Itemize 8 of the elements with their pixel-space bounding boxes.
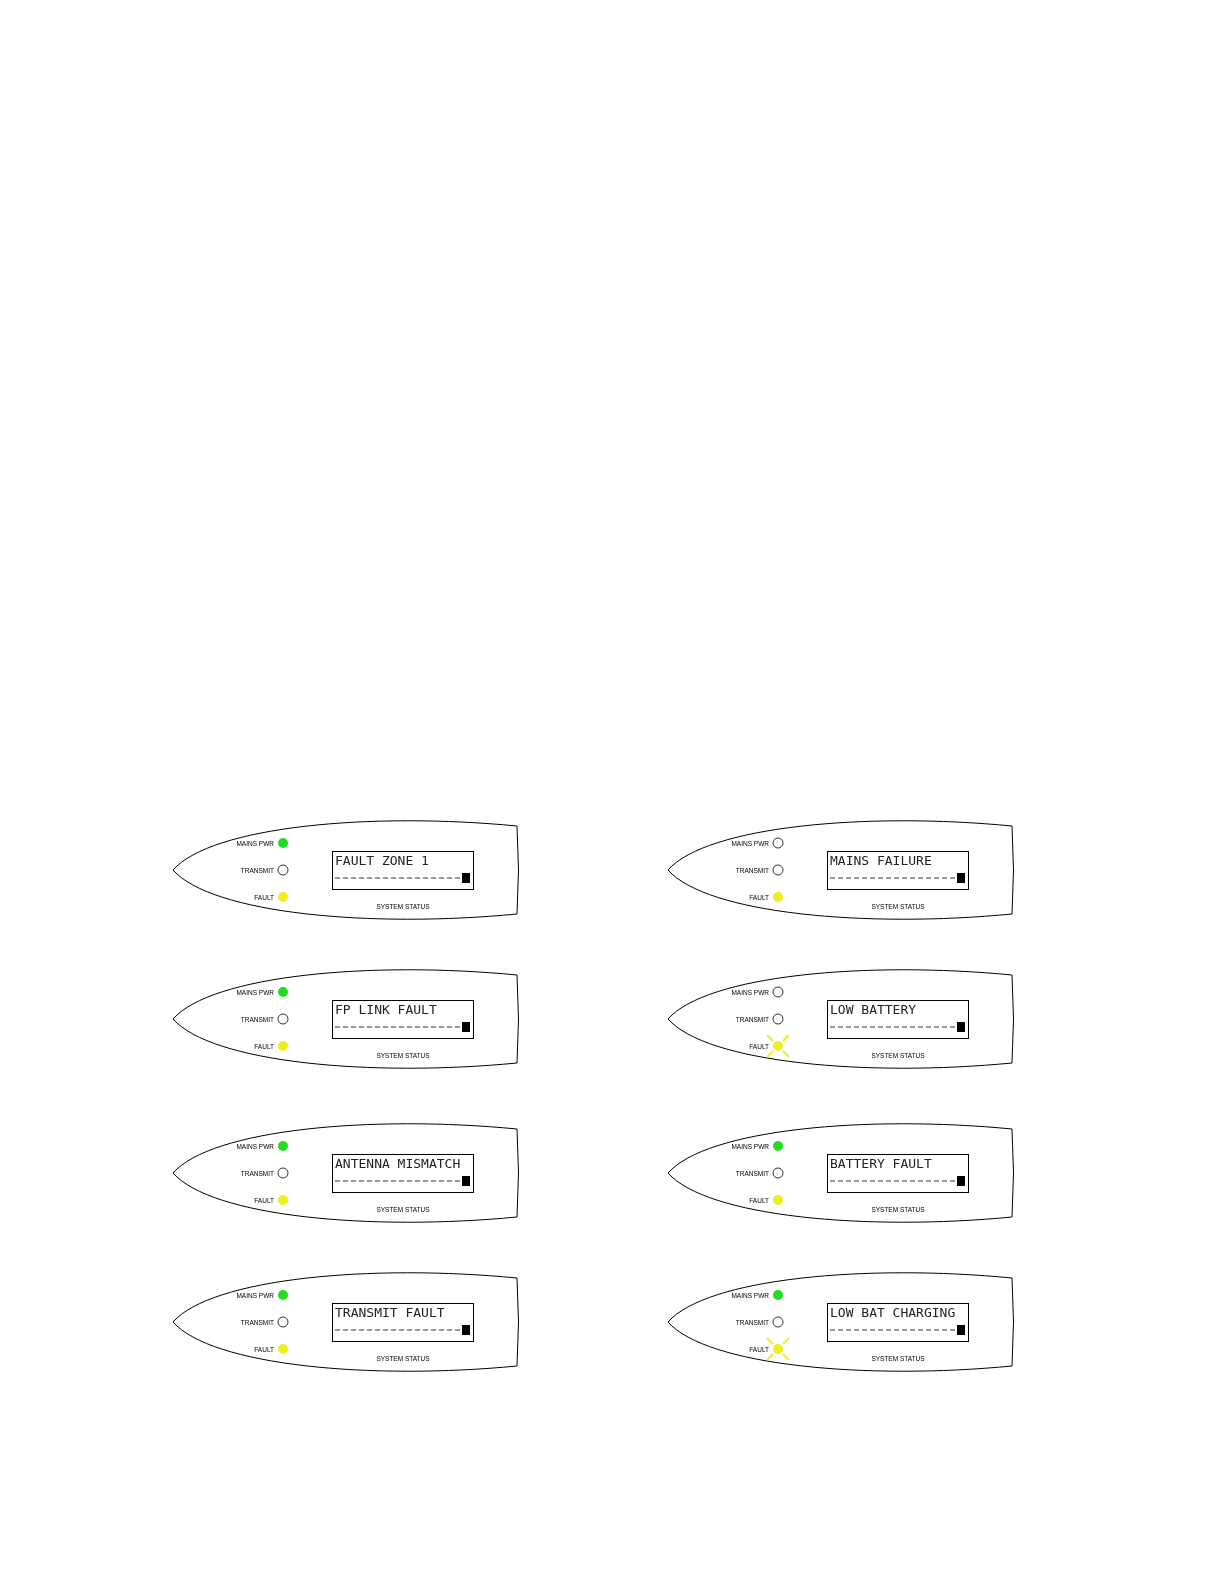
display-text: TRANSMIT FAULT xyxy=(335,1305,445,1321)
display-text: BATTERY FAULT xyxy=(830,1156,932,1172)
display-text: ANTENNA MISMATCH xyxy=(335,1156,461,1172)
display-text: FAULT ZONE 1 xyxy=(335,853,429,869)
display-text: LOW BAT CHARGING xyxy=(830,1305,956,1321)
display-text: LOW BATTERY xyxy=(830,1002,917,1018)
display-text: FP LINK FAULT xyxy=(335,1002,437,1018)
display-text: MAINS FAILURE xyxy=(830,853,932,869)
